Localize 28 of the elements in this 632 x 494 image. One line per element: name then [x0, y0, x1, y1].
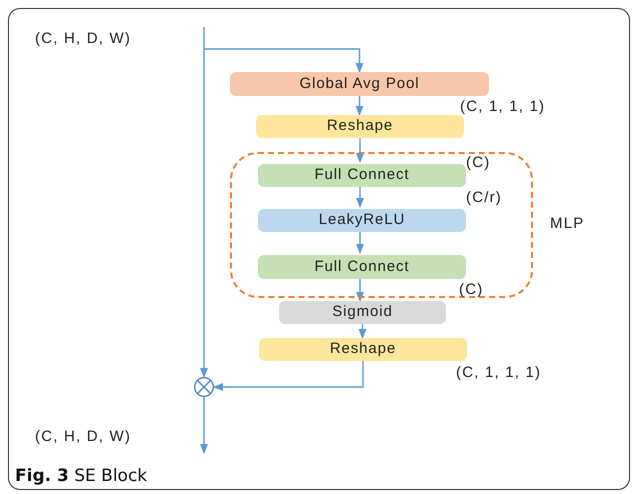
process-box: Sigmoid	[279, 301, 446, 324]
process-box: Full Connect	[258, 255, 466, 279]
dimension-label: MLP	[550, 214, 584, 234]
dimension-label: (C)	[459, 280, 484, 300]
multiply-symbol	[194, 377, 214, 397]
arrow	[213, 361, 364, 391]
process-box: Reshape	[259, 338, 467, 361]
process-box: Full Connect	[258, 164, 466, 187]
dimension-label: (C, 1, 1, 1)	[460, 97, 546, 117]
dimension-label: (C)	[466, 153, 490, 173]
dimension-label: (C, 1, 1, 1)	[456, 363, 542, 383]
arrow	[356, 230, 364, 254]
process-box: LeakyReLU	[258, 209, 466, 232]
arrow	[204, 48, 364, 73]
arrow	[200, 397, 208, 454]
arrow	[356, 277, 364, 302]
process-box: Global Avg Pool	[230, 72, 489, 96]
arrow	[358, 324, 366, 339]
arrow	[356, 96, 364, 116]
arrow	[356, 138, 364, 163]
process-box: Reshape	[256, 115, 464, 138]
arrow	[356, 185, 364, 208]
arrow	[200, 27, 208, 378]
dimension-label: (C/r)	[466, 188, 502, 208]
dimension-label: (C, H, D, W)	[35, 29, 132, 49]
dashed-group-box	[230, 152, 533, 298]
dimension-label: (C, H, D, W)	[35, 427, 132, 447]
figure-caption: Fig. 3 SE Block	[15, 465, 148, 488]
